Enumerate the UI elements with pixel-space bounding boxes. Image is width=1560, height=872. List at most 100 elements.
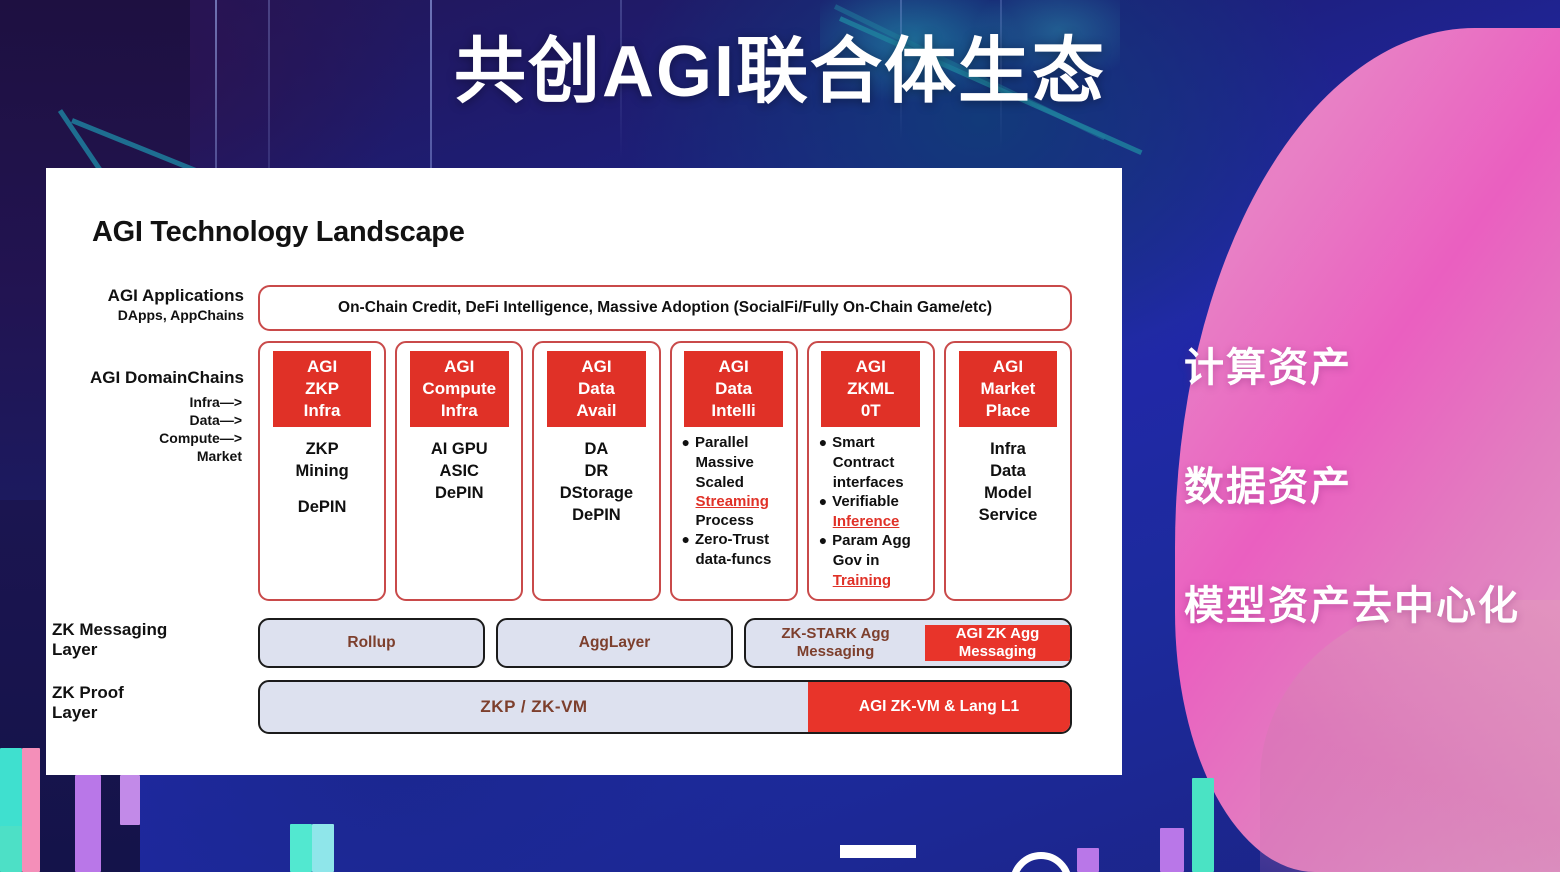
- row-label-applications-title: AGI Applications: [107, 286, 244, 305]
- card-header-line: Infra: [440, 400, 478, 420]
- proof-zkp-zkvm[interactable]: ZKP / ZK-VM: [260, 682, 808, 732]
- card-bullet-continuation: data-funcs: [695, 551, 772, 569]
- card-body-line: DePIN: [434, 484, 484, 503]
- decor-bar: [290, 824, 312, 872]
- decor-bar: [1077, 848, 1099, 872]
- row-label-zk-messaging-line2: Layer: [52, 639, 98, 659]
- proof-agi-zkvm-lang-l1[interactable]: AGI ZK-VM & Lang L1: [808, 682, 1070, 732]
- card-body-line: DR: [584, 462, 609, 481]
- pill-zkstark-agg-messaging[interactable]: ZK-STARK Agg Messaging: [746, 625, 925, 660]
- zk-messaging-row: Rollup AggLayer ZK-STARK Agg Messaging A…: [258, 618, 1072, 668]
- pill-rollup[interactable]: Rollup: [258, 618, 485, 668]
- bullet-dot-icon: ●: [818, 492, 828, 509]
- card-bullet-continuation: interfaces: [832, 473, 904, 491]
- page-title: 共创AGI联合体生态: [453, 32, 1106, 112]
- decor-bar: [22, 748, 40, 872]
- domainchains-subline: Data—>: [189, 411, 242, 428]
- card-bullet-item: ●Smart: [819, 433, 927, 452]
- row-label-domainchains-sublines: Infra—> Data—> Compute—> Market: [46, 393, 244, 466]
- card-header-line: Data: [578, 378, 615, 398]
- card-header-line: AGI: [581, 357, 612, 376]
- right-label-group: 计算资产 数据资产 模型资产去中心化: [1184, 335, 1560, 631]
- card-body-spacer: [266, 483, 378, 497]
- bullet-dot-icon: ●: [818, 532, 828, 549]
- pill-agi-zk-agg-messaging[interactable]: AGI ZK Agg Messaging: [925, 625, 1070, 661]
- card-body-line: ASIC: [439, 462, 479, 481]
- row-label-zk-messaging-line1: ZK Messaging: [52, 620, 168, 639]
- card-bullet-text: Verifiable: [832, 492, 899, 510]
- card-header-line: Infra: [303, 400, 341, 420]
- pill-zk-agg-messaging: ZK-STARK Agg Messaging AGI ZK Agg Messag…: [744, 618, 1072, 668]
- card-body-line: Mining: [295, 462, 349, 481]
- row-label-zk-proof-line1: ZK Proof: [52, 683, 124, 702]
- card-header-line: AGI: [718, 357, 749, 376]
- decor-bar: [1160, 828, 1184, 872]
- card-bullet-continuation: Contract: [832, 454, 895, 472]
- card-bullet-continuation: Scaled: [695, 473, 744, 491]
- row-label-domainchains-title: AGI DomainChains: [90, 368, 244, 387]
- domainchains-subline: Market: [196, 448, 242, 465]
- bullet-dot-icon: ●: [681, 434, 690, 451]
- decor-bar: [75, 775, 101, 872]
- card-body-line: Data: [990, 462, 1026, 481]
- landscape-panel: AGI Technology Landscape AGI Application…: [46, 168, 1122, 775]
- panel-heading: AGI Technology Landscape: [92, 216, 465, 248]
- card-body-line: AI GPU: [430, 440, 488, 459]
- card-header-line: AGI: [444, 357, 475, 376]
- card-body-line: DStorage: [559, 484, 634, 503]
- card-header-line: ZKML: [847, 378, 895, 398]
- card-body-line: Service: [978, 506, 1038, 525]
- card-body-line: DA: [584, 440, 609, 459]
- applications-bar-text: On-Chain Credit, DeFi Intelligence, Mass…: [338, 299, 992, 316]
- right-label-model-asset: 模型资产去中心化: [1184, 584, 1520, 628]
- card-bullet-text: Smart: [832, 434, 875, 452]
- row-label-zk-messaging: ZK Messaging Layer: [52, 620, 252, 659]
- zk-proof-row: ZKP / ZK-VM AGI ZK-VM & Lang L1: [258, 680, 1072, 734]
- card-header-line: Data: [715, 378, 753, 398]
- decor-bar: [312, 824, 334, 872]
- card-body-line: Model: [984, 484, 1032, 503]
- decor-bar: [120, 775, 140, 825]
- card-bullet-continuation: Gov in: [832, 552, 880, 570]
- pill-agglayer-label: AggLayer: [578, 633, 651, 651]
- card-bullet-item: ●Zero-Trust: [682, 530, 790, 549]
- card-body-line: DePIN: [572, 506, 621, 525]
- domainchains-subline: Compute—>: [159, 429, 242, 446]
- right-label-data-asset: 数据资产: [1184, 465, 1352, 509]
- card-bullet-item: ●Verifiable: [819, 492, 927, 511]
- card-bullet-item: ●Parallel: [682, 433, 790, 452]
- domainchain-card-body: AI GPU ASIC DePIN: [403, 439, 515, 505]
- card-header-line: AGI: [992, 357, 1024, 376]
- row-label-applications-sub: DApps, AppChains: [117, 306, 244, 323]
- row-label-zk-proof: ZK Proof Layer: [52, 683, 252, 722]
- pill-rollup-label: Rollup: [347, 633, 396, 651]
- pill-agglayer[interactable]: AggLayer: [496, 618, 733, 668]
- card-header-line: 0T: [860, 400, 881, 420]
- card-header-line: Market: [980, 378, 1036, 398]
- bullet-dot-icon: ●: [818, 434, 828, 451]
- applications-bar[interactable]: On-Chain Credit, DeFi Intelligence, Mass…: [258, 285, 1072, 331]
- decor-bar: [0, 826, 22, 872]
- background-vline: [900, 0, 902, 140]
- card-body-line: Infra: [990, 440, 1026, 459]
- card-header-line: ZKP: [305, 378, 340, 398]
- card-bullet-text: Zero-Trust: [694, 531, 770, 549]
- background-vline: [1000, 0, 1002, 150]
- card-bullet-continuation: Process: [695, 512, 754, 529]
- proof-zkp-zkvm-label: ZKP / ZK-VM: [480, 697, 588, 716]
- card-header-line: Intelli: [711, 400, 756, 420]
